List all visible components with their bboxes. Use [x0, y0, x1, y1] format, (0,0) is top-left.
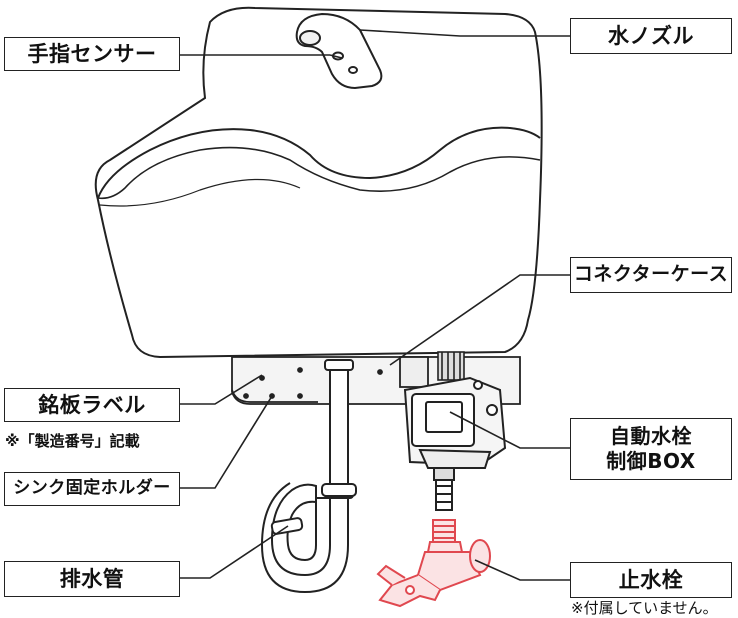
control-box [403, 376, 507, 511]
nameplate-label-label: 銘板ラベル [4, 388, 180, 422]
leader-lines [180, 29, 570, 581]
water-nozzle-label: 水ノズル [570, 18, 732, 54]
sink-basin [94, 6, 543, 359]
sink-holder-label: シンク固定ホルダー [4, 472, 180, 506]
stop-valve-note: ※付属していません。 [571, 599, 718, 617]
stop-valve [376, 519, 491, 608]
control-box-label-line1: 自動水栓 [610, 424, 692, 448]
connector-case [437, 351, 465, 381]
stop-valve-label: 止水栓 [570, 562, 732, 598]
hand-sensor-label: 手指センサー [4, 37, 180, 71]
control-box-label: 自動水栓 制御BOX [570, 418, 732, 480]
connector-case-label: コネクターケース [570, 257, 732, 293]
control-box-label-line2: 制御BOX [606, 449, 696, 473]
nameplate-note: ※「製造番号」記載 [5, 432, 140, 450]
drain-pipe-label: 排水管 [4, 561, 180, 597]
